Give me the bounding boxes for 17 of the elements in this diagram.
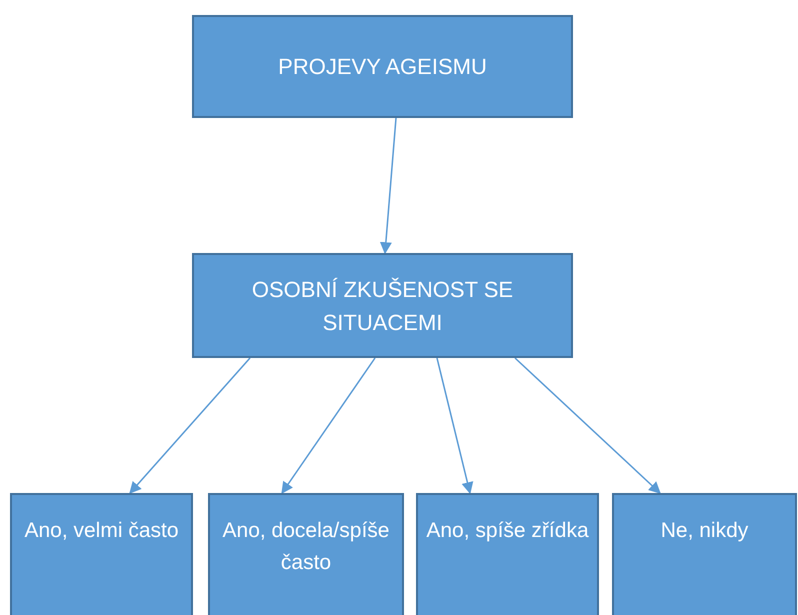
box-label: Ano, docela/spíše často — [222, 518, 390, 576]
process-box — [612, 493, 797, 615]
arrow — [436, 358, 474, 494]
process-box — [192, 15, 573, 118]
process-box — [192, 253, 573, 358]
box-label: Ne, nikdy — [660, 518, 748, 544]
arrow — [380, 118, 397, 254]
process-box — [416, 493, 599, 615]
process-box — [10, 493, 193, 615]
process-box — [208, 493, 404, 615]
arrow — [281, 358, 376, 494]
box-label: OSOBNÍ ZKUŠENOST SE SITUACEMI — [250, 276, 514, 336]
arrow — [129, 358, 251, 494]
arrow — [514, 357, 661, 494]
box-label: Ano, spíše zřídka — [426, 518, 589, 544]
box-label: Ano, velmi často — [24, 518, 179, 544]
box-label: PROJEVY AGEISMU — [278, 53, 487, 81]
